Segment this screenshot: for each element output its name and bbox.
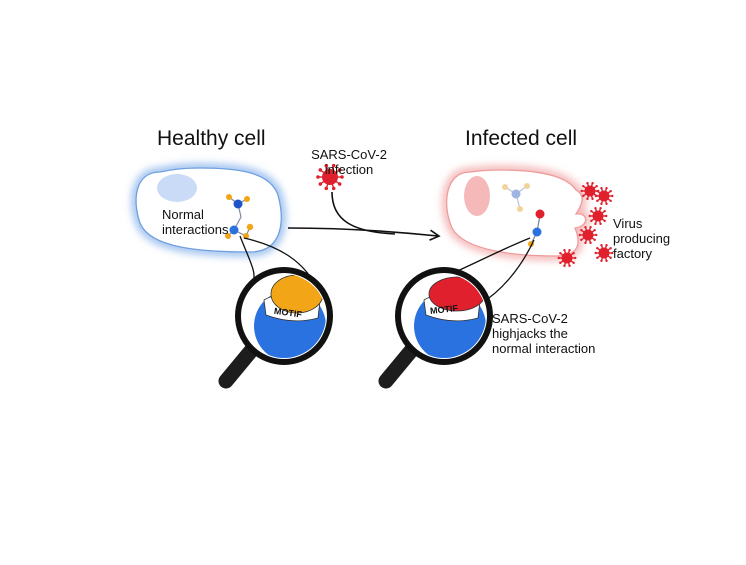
infected-cell: [442, 165, 591, 261]
nucleus: [157, 174, 197, 202]
modified-motif-label: MOTIF: [430, 303, 459, 316]
magnifier-icon: MOTIF: [218, 267, 333, 389]
factory-label-line: factory: [613, 246, 653, 261]
normal-interactions-label: Normal interactions: [162, 207, 228, 237]
infected-nucleus: [464, 176, 490, 216]
normal-label-line: interactions: [162, 222, 229, 237]
virus-icon: [594, 186, 614, 206]
infection-label-line: SARS-CoV-2: [311, 147, 387, 162]
infection-label: SARS-CoV-2 infection: [306, 147, 392, 177]
healthy-cell: [131, 163, 286, 257]
virus-icon: [588, 206, 608, 226]
virus-icon: [557, 248, 577, 268]
infection-label-line: infection: [324, 162, 374, 177]
factory-label-line: producing: [613, 231, 671, 246]
hijack-label: SARS-CoV-2 highjacks the normal interact…: [492, 311, 595, 356]
infection-arrow-link: [331, 191, 396, 235]
virus-group: [316, 163, 614, 268]
motif-label: MOTIF: [273, 306, 303, 320]
virus-factory-label: Virus producing factory: [613, 216, 670, 261]
normal-label-line: Normal: [162, 207, 204, 222]
arrow-icon: [287, 227, 441, 241]
virus-icon: [578, 225, 598, 245]
infected-protein-network: [502, 183, 530, 212]
magnifier-icon: MOTIF: [378, 267, 493, 389]
hijack-label-line: highjacks the: [492, 326, 568, 341]
infected-cell-title: Infected cell: [465, 127, 578, 150]
hijacked-interaction: [528, 209, 545, 247]
hijack-label-line: SARS-CoV-2: [492, 311, 568, 326]
virus-icon: [594, 243, 614, 263]
hijack-label-line: normal interaction: [492, 341, 596, 356]
virus-icon: [316, 163, 344, 191]
healthy-cell-title: Healthy cell: [157, 127, 266, 150]
factory-label-line: Virus: [613, 216, 643, 231]
